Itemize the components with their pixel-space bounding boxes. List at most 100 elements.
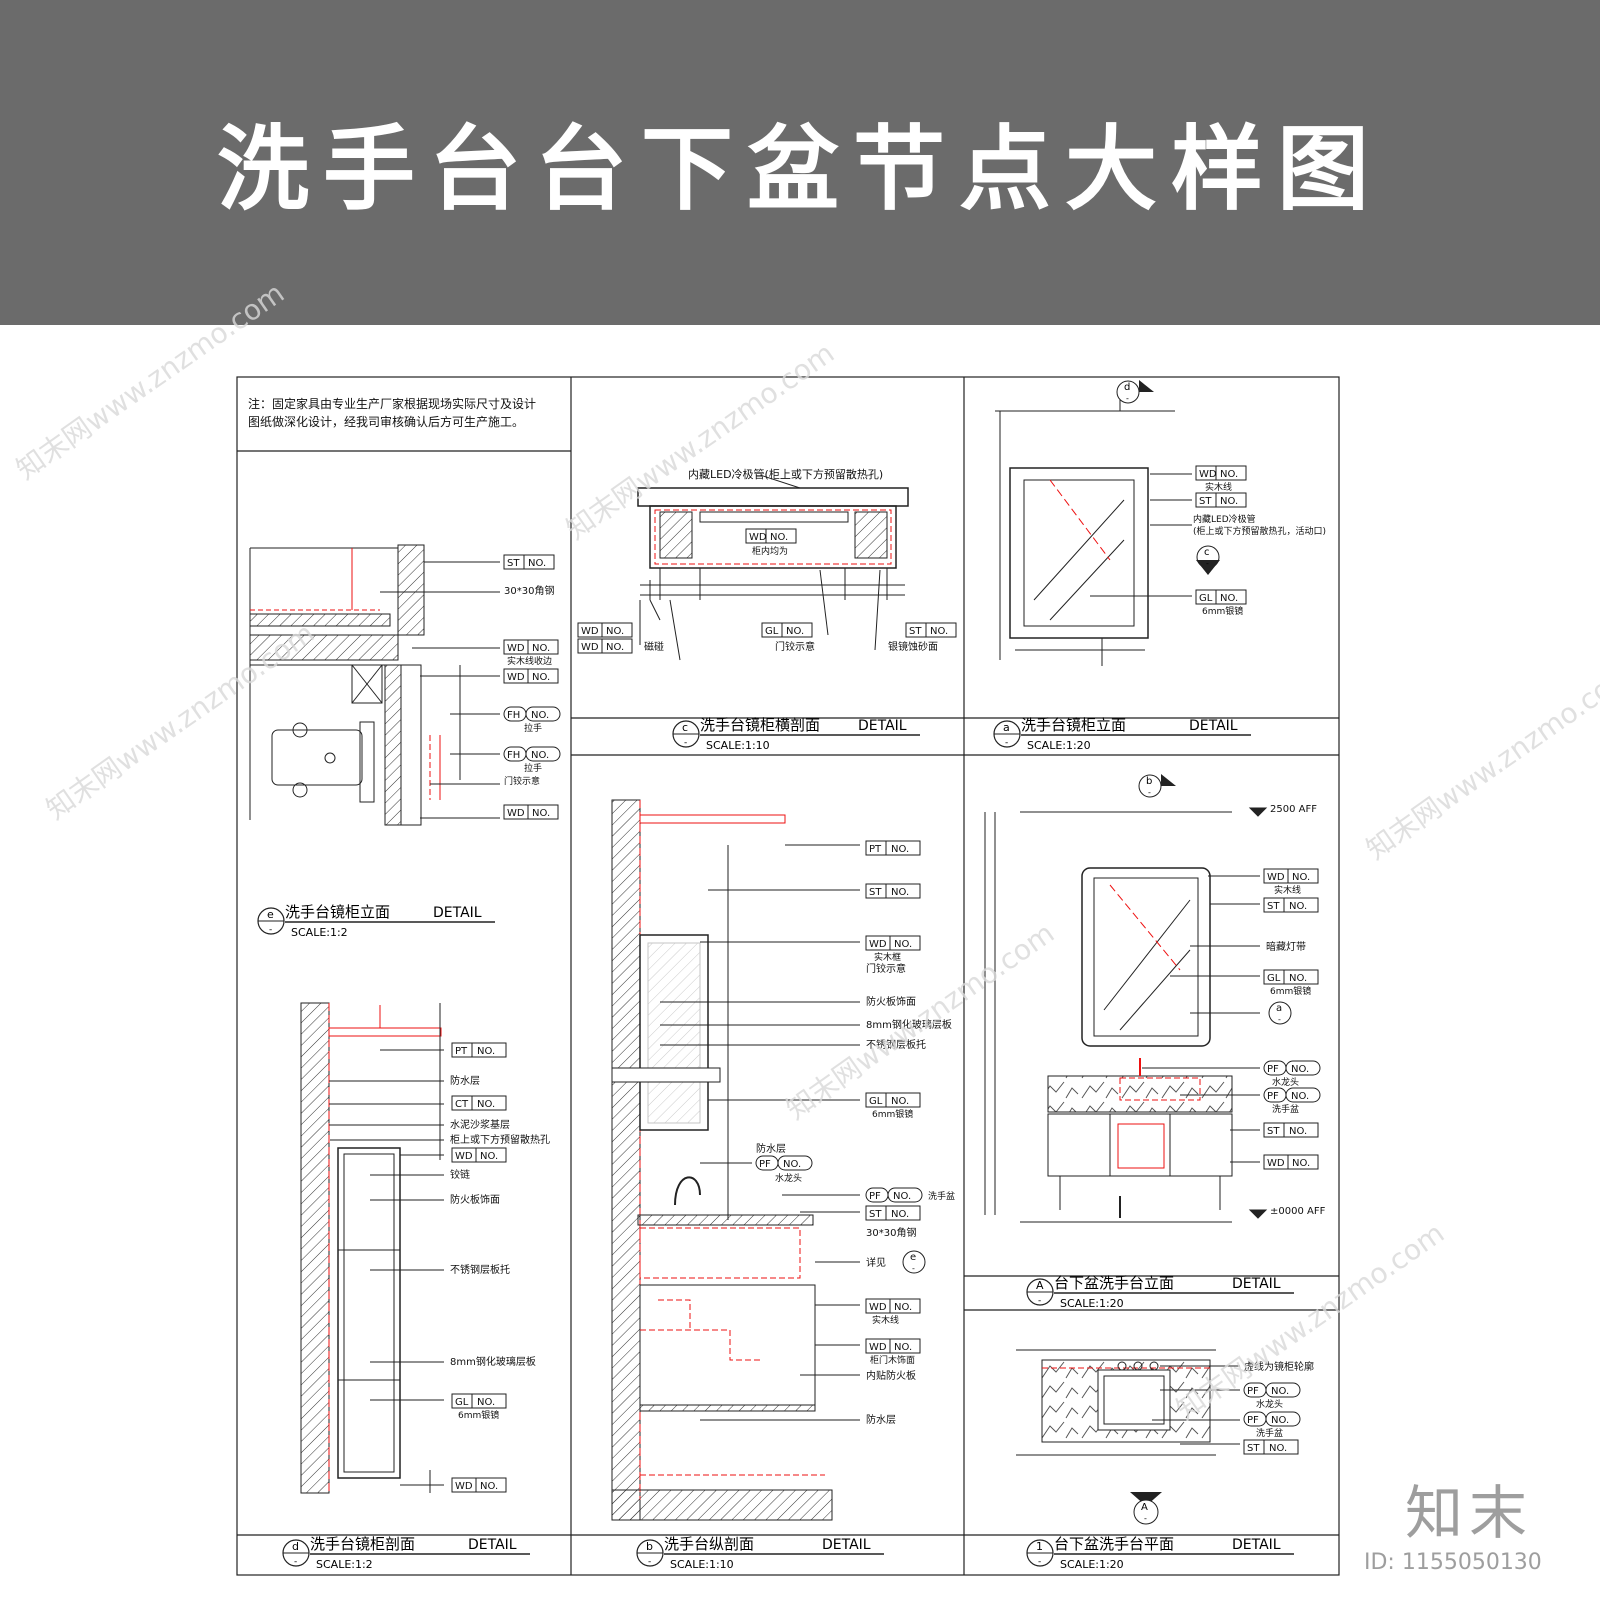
view-detail-text: DETAIL <box>1232 1537 1281 1553</box>
view-id-label: e <box>267 908 274 921</box>
svg-text:WD: WD <box>581 626 599 637</box>
label-hinge-d: 铰链 <box>450 1168 470 1181</box>
svg-text:6mm银镜: 6mm银镜 <box>872 1108 913 1120</box>
view-detail-text: DETAIL <box>822 1537 871 1553</box>
svg-text:WD: WD <box>507 643 525 654</box>
view-id-dash: - <box>269 925 272 935</box>
svg-text:ST: ST <box>507 558 520 569</box>
view-id-label: c <box>682 721 688 734</box>
svg-text:-: - <box>912 1264 915 1273</box>
svg-text:FH: FH <box>507 710 520 721</box>
section-marker-d-top: d - <box>1116 380 1154 404</box>
label-vent-hole: 柜上或下方预留散热孔 <box>450 1133 550 1146</box>
svg-text:PF: PF <box>1267 1064 1279 1075</box>
view-id-dash: - <box>1005 738 1008 748</box>
svg-text:NO.: NO. <box>480 1481 498 1492</box>
svg-text:GL: GL <box>765 626 779 637</box>
label-hinge-show-e: 门铰示意 <box>504 775 540 787</box>
view-id-dash: - <box>648 1557 651 1567</box>
svg-text:-: - <box>1144 1514 1147 1523</box>
svg-text:NO.: NO. <box>532 643 550 654</box>
view-detail-text: DETAIL <box>468 1537 517 1553</box>
svg-text:NO.: NO. <box>891 844 909 855</box>
label-inner-fireboard: 内贴防火板 <box>866 1369 916 1382</box>
svg-text:水龙头: 水龙头 <box>775 1172 802 1184</box>
svg-text:NO.: NO. <box>531 750 549 761</box>
svg-text:PF: PF <box>869 1191 881 1202</box>
svg-text:b: b <box>1146 776 1152 787</box>
note-line-2: 图纸做深化设计，经我司审核确认后方可生产施工。 <box>248 414 524 429</box>
svg-text:NO.: NO. <box>891 1209 909 1220</box>
section-marker-e: e - <box>902 1250 926 1274</box>
label-dashed-outline: 虚线为镜柜轮廓 <box>1244 1360 1314 1373</box>
svg-text:NO.: NO. <box>1289 973 1307 984</box>
label-hinge-show-b: 门铰示意 <box>866 962 906 975</box>
view-scale-text: SCALE:1:2 <box>291 926 348 939</box>
svg-text:NO.: NO. <box>786 626 804 637</box>
label-mirror-frosted: 银镜蚀砂面 <box>888 640 938 653</box>
label-waterproof-b1: 防水层 <box>756 1142 786 1155</box>
svg-text:PT: PT <box>869 844 882 855</box>
view-detail-text: DETAIL <box>433 905 482 921</box>
svg-text:NO.: NO. <box>606 642 624 653</box>
svg-text:拉手: 拉手 <box>524 762 542 774</box>
view-detail-text: DETAIL <box>1189 718 1238 734</box>
svg-text:-: - <box>1148 788 1151 797</box>
tag-e-st: ST NO. <box>503 554 555 570</box>
section-marker-A: A - <box>1130 1492 1162 1525</box>
svg-text:NO.: NO. <box>1292 872 1310 883</box>
svg-text:NO.: NO. <box>1220 469 1238 480</box>
view-scale-text: SCALE:1:20 <box>1060 1558 1124 1571</box>
view-a-drawing <box>995 398 1192 666</box>
note-line-1: 注：固定家具由专业生产厂家根据现场实际尺寸及设计 <box>248 396 536 411</box>
section-marker-c: c - <box>1196 545 1220 575</box>
label-led-tube-a2: (柜上或下方预留散热孔，活动口) <box>1193 525 1326 537</box>
svg-text:PF: PF <box>1247 1415 1259 1426</box>
svg-text:e: e <box>910 1252 916 1263</box>
svg-text:ST: ST <box>1247 1443 1260 1454</box>
tag-e-wd-1: WD NO. 实木线收边 <box>503 639 559 667</box>
svg-text:NO.: NO. <box>477 1046 495 1057</box>
svg-text:柜门木饰面: 柜门木饰面 <box>870 1354 915 1366</box>
svg-text:NO.: NO. <box>893 1191 911 1202</box>
label-see-detail: 详见 <box>866 1256 886 1269</box>
svg-text:ST: ST <box>869 887 882 898</box>
label-door-hinge: 门铰示意 <box>775 640 815 653</box>
view-title-text: 洗手台镜柜剖面 <box>310 1535 415 1553</box>
svg-text:NO.: NO. <box>532 672 550 683</box>
svg-text:WD: WD <box>455 1151 473 1162</box>
svg-text:WD: WD <box>749 532 767 543</box>
svg-text:NO.: NO. <box>528 558 546 569</box>
svg-text:水龙头: 水龙头 <box>1256 1398 1283 1410</box>
svg-text:实木线收边: 实木线收边 <box>507 655 552 667</box>
view-1-drawing <box>1016 1349 1240 1456</box>
svg-text:NO.: NO. <box>477 1099 495 1110</box>
svg-text:GL: GL <box>1199 593 1213 604</box>
label-angle-steel-b: 30*30角钢 <box>866 1226 916 1239</box>
svg-text:NO.: NO. <box>531 710 549 721</box>
svg-text:洗手盆: 洗手盆 <box>1272 1103 1299 1115</box>
label-waterproof-d: 防水层 <box>450 1074 480 1087</box>
svg-text:NO.: NO. <box>894 1342 912 1353</box>
label-fireboard-b: 防火板饰面 <box>866 995 916 1008</box>
svg-text:WD: WD <box>869 1302 887 1313</box>
